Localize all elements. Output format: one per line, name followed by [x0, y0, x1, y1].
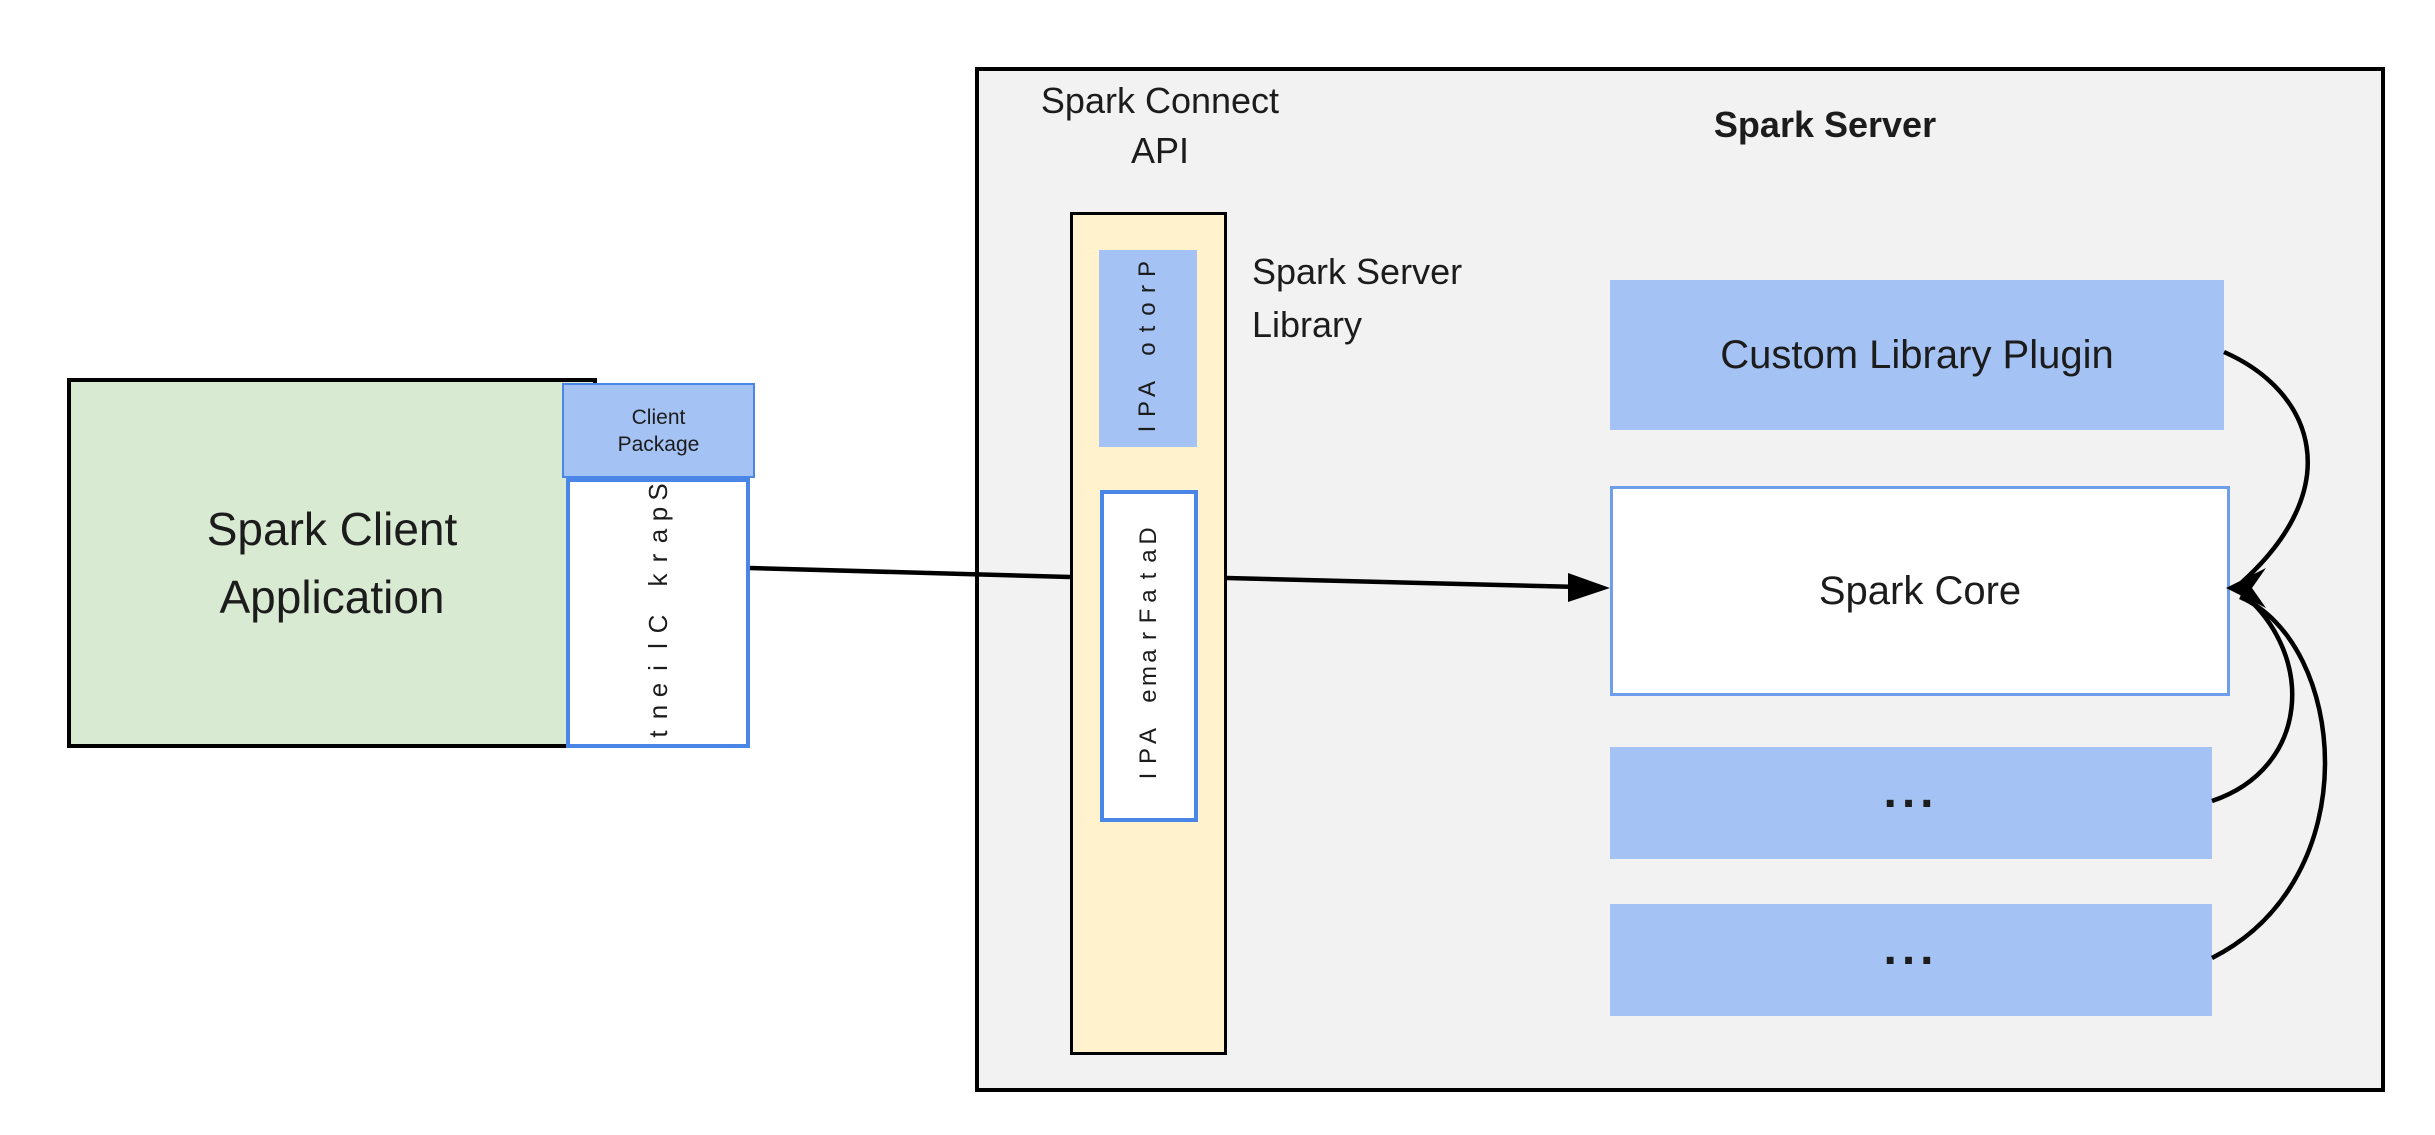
spark-client-application-label: Spark Client Application: [206, 503, 458, 623]
spark-core-box: Spark Core: [1610, 486, 2230, 696]
more-plugins-label-1: ...: [1883, 764, 1939, 818]
client-package-label: Client Package: [617, 405, 700, 456]
custom-library-plugin-box: Custom Library Plugin: [1610, 280, 2224, 430]
spark-client-application-box: Spark Client Application: [67, 378, 597, 748]
more-plugins-label-2: ...: [1883, 921, 1939, 975]
spark-server-library-label: Spark Server Library: [1252, 251, 1463, 345]
vertical-char: I: [1135, 772, 1162, 780]
more-plugins-box-1: ...: [1610, 747, 2212, 859]
spark-connect-api-title: Spark Connect API: [1040, 80, 1280, 171]
vertical-char: t: [642, 730, 673, 738]
client-package-box: Client Package: [562, 383, 755, 478]
more-plugins-box-2: ...: [1610, 904, 2212, 1016]
custom-library-plugin-label: Custom Library Plugin: [1720, 332, 2114, 377]
spark-core-label: Spark Core: [1818, 568, 2022, 613]
vertical-char: I: [1134, 425, 1161, 432]
spark-server-title: Spark Server: [1713, 104, 1937, 145]
